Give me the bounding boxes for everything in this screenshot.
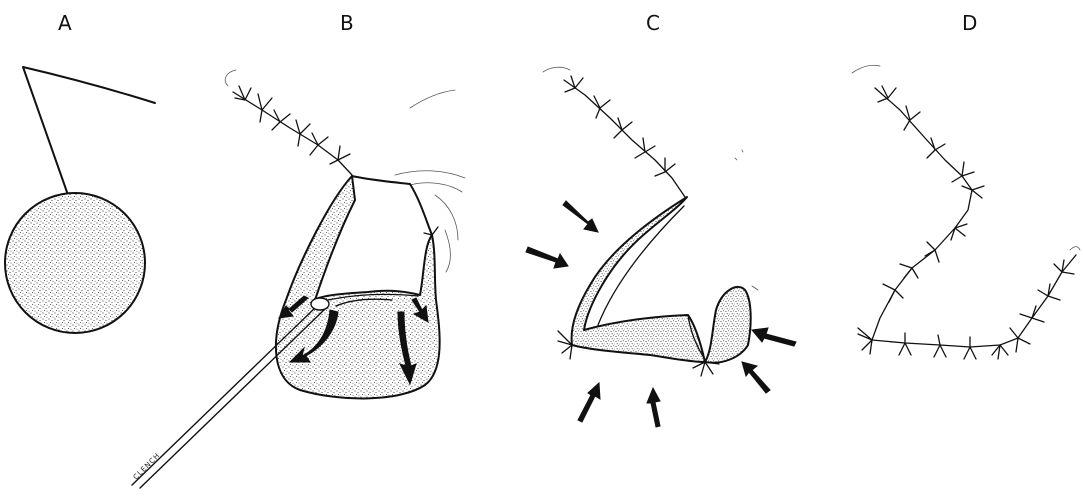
panel-c: C [526,11,796,427]
c-arrow-2 [526,247,568,268]
panel-label-a: A [58,11,72,35]
c-arrow-3 [752,328,796,346]
panel-b: B CLENCH [132,11,465,488]
c-arrow-4 [742,362,770,393]
branching-stem [225,70,352,175]
tool-label: CLENCH [132,451,162,481]
panel-label-b: B [340,11,354,35]
panel-a: A [5,11,155,333]
c-arrow-1 [563,201,598,232]
compression-arrows [526,201,796,427]
folded-sac [572,197,751,363]
c-arrow-5 [578,383,600,422]
panel-label-d: D [962,11,977,35]
branching-stem-c [543,67,743,197]
stippled-sphere [5,193,145,333]
sac-inner-rim [352,176,432,235]
c-arrow-6 [647,388,660,427]
panel-d: D [852,11,1080,359]
panel-label-c: C [646,11,660,35]
suspension-line [23,67,155,195]
unfolded-branch [852,65,1080,359]
